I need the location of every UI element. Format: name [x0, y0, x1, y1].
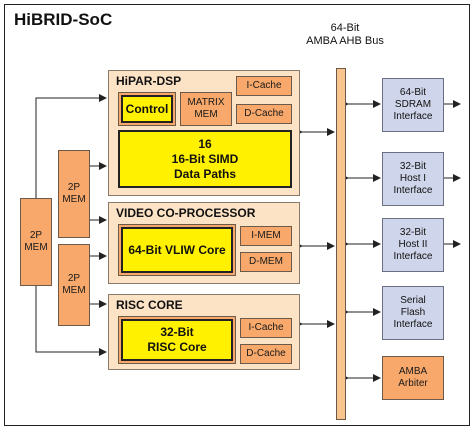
soc-title: HiBRID-SoC: [14, 10, 113, 29]
video-vliw-core: 64-Bit VLIW Core: [121, 227, 233, 273]
video-imem: I-MEM: [240, 226, 292, 246]
link-left-mem-hipar: [32, 94, 107, 205]
risc-core-title: RISC CORE: [116, 298, 183, 312]
lower-2p-mem: 2P MEM: [58, 244, 90, 326]
left-2p-mem: 2P MEM: [20, 198, 52, 286]
video-vliw-outer: 64-Bit VLIW Core: [118, 224, 236, 276]
risc-32bit-core: 32-Bit RISC Core: [121, 319, 233, 361]
risc-core-outer: 32-Bit RISC Core: [118, 316, 236, 364]
risc-icache: I-Cache: [240, 318, 292, 338]
hipar-icache: I-Cache: [236, 76, 292, 96]
video-dmem: D-MEM: [240, 252, 292, 272]
hipar-dsp-title: HiPAR-DSP: [116, 74, 182, 88]
risc-dcache: D-Cache: [240, 344, 292, 364]
serial-flash-interface: Serial Flash Interface: [382, 286, 444, 340]
sdram-interface: 64-Bit SDRAM Interface: [382, 78, 444, 132]
hipar-dcache: D-Cache: [236, 104, 292, 124]
hipar-control-outer: Control: [118, 92, 176, 126]
link-left-mem-risc: [32, 279, 107, 356]
video-coprocessor-title: VIDEO CO-PROCESSOR: [116, 206, 256, 220]
host2-interface: 32-Bit Host II Interface: [382, 218, 444, 272]
hipar-matrix-mem: MATRIX MEM: [180, 92, 232, 126]
hipar-simd-datapaths: 16 16-Bit SIMD Data Paths: [118, 130, 292, 188]
amba-arbiter: AMBA Arbiter: [382, 356, 444, 400]
host1-interface: 32-Bit Host I Interface: [382, 152, 444, 206]
upper-2p-mem: 2P MEM: [58, 150, 90, 238]
bus-label: 64-Bit AMBA AHB Bus: [306, 22, 384, 47]
hipar-control: Control: [121, 95, 173, 123]
amba-ahb-bus-bar: [336, 68, 346, 420]
